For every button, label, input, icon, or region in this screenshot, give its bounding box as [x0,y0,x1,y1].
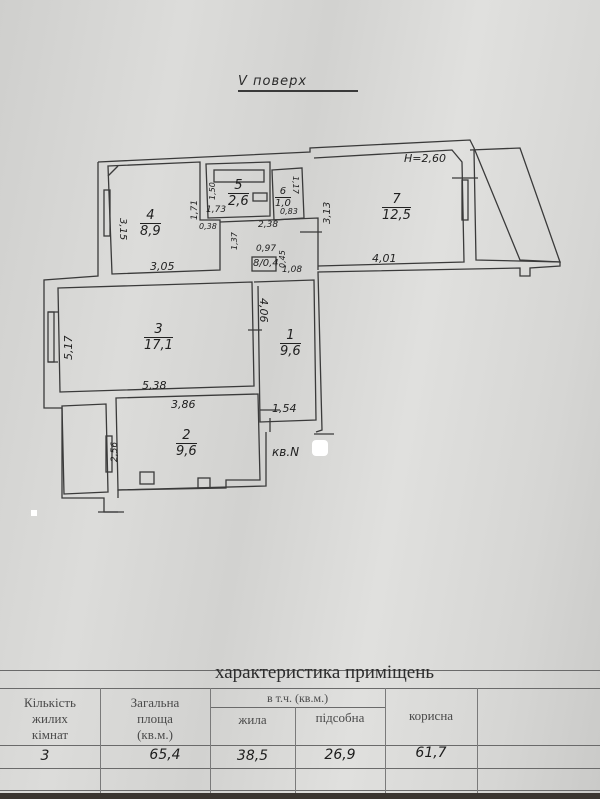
dim-r5-height: 1,50 [208,182,217,200]
ceiling-height: H=2,60 [404,152,446,165]
dim-hall-gap: 1,08 [282,265,303,275]
dim-r2-width: 3,86 [171,398,196,411]
dim-corridor-width: 2,38 [258,220,279,230]
dim-wall-gap: 0,38 [199,222,217,231]
floor-title: V поверх [238,74,358,92]
characteristics-table: характеристика приміщень Кількість жилих… [0,650,600,799]
dim-r5-width: 1,73 [206,205,227,215]
dim-r6-height: 1,17 [291,176,300,194]
value-total-area: 65,4 [149,747,181,763]
apartment-label: кв.N [272,445,300,459]
header-auxiliary: підсобна [315,710,365,725]
header-total-area: Загальна площа (кв.м.) [130,695,180,742]
redaction-dot [31,510,37,516]
header-incl-group: в т.ч. (кв.м.) [266,691,329,705]
value-useful: 61,7 [415,745,447,761]
dim-corridor-seg: 1,37 [230,232,239,250]
photo-bottom-edge [0,793,600,799]
floor-plan-drawing [43,139,561,513]
dim-r1-width: 1,54 [272,402,297,415]
dim-r2-height: 2,56 [110,441,120,462]
dim-r4-width: 3,05 [150,260,175,273]
redaction-mark [312,440,328,456]
table-title: характеристика приміщень [215,662,435,683]
dim-r7-width: 4,01 [372,252,397,265]
header-rooms-count: Кількість жилих кімнат [23,695,76,742]
dim-r3-width: 5,38 [142,379,167,392]
dim-r4-height: 3,15 [117,218,128,241]
header-useful: корисна [408,708,454,723]
dim-r8-width: 0,97 [256,244,277,254]
dim-r4-small: 1,71 [190,199,200,220]
dim-r6-width: 0,83 [280,207,298,216]
room-8-label: 8/0,4 [253,258,279,269]
value-rooms-count: 3 [40,748,50,764]
header-living: жила [238,712,267,727]
value-living: 38,5 [236,748,269,764]
dim-r7-height: 3,13 [322,201,333,224]
dim-r1-height: 4,06 [257,298,270,323]
value-auxiliary: 26,9 [324,747,356,763]
dim-r3-height: 5,17 [62,335,75,361]
